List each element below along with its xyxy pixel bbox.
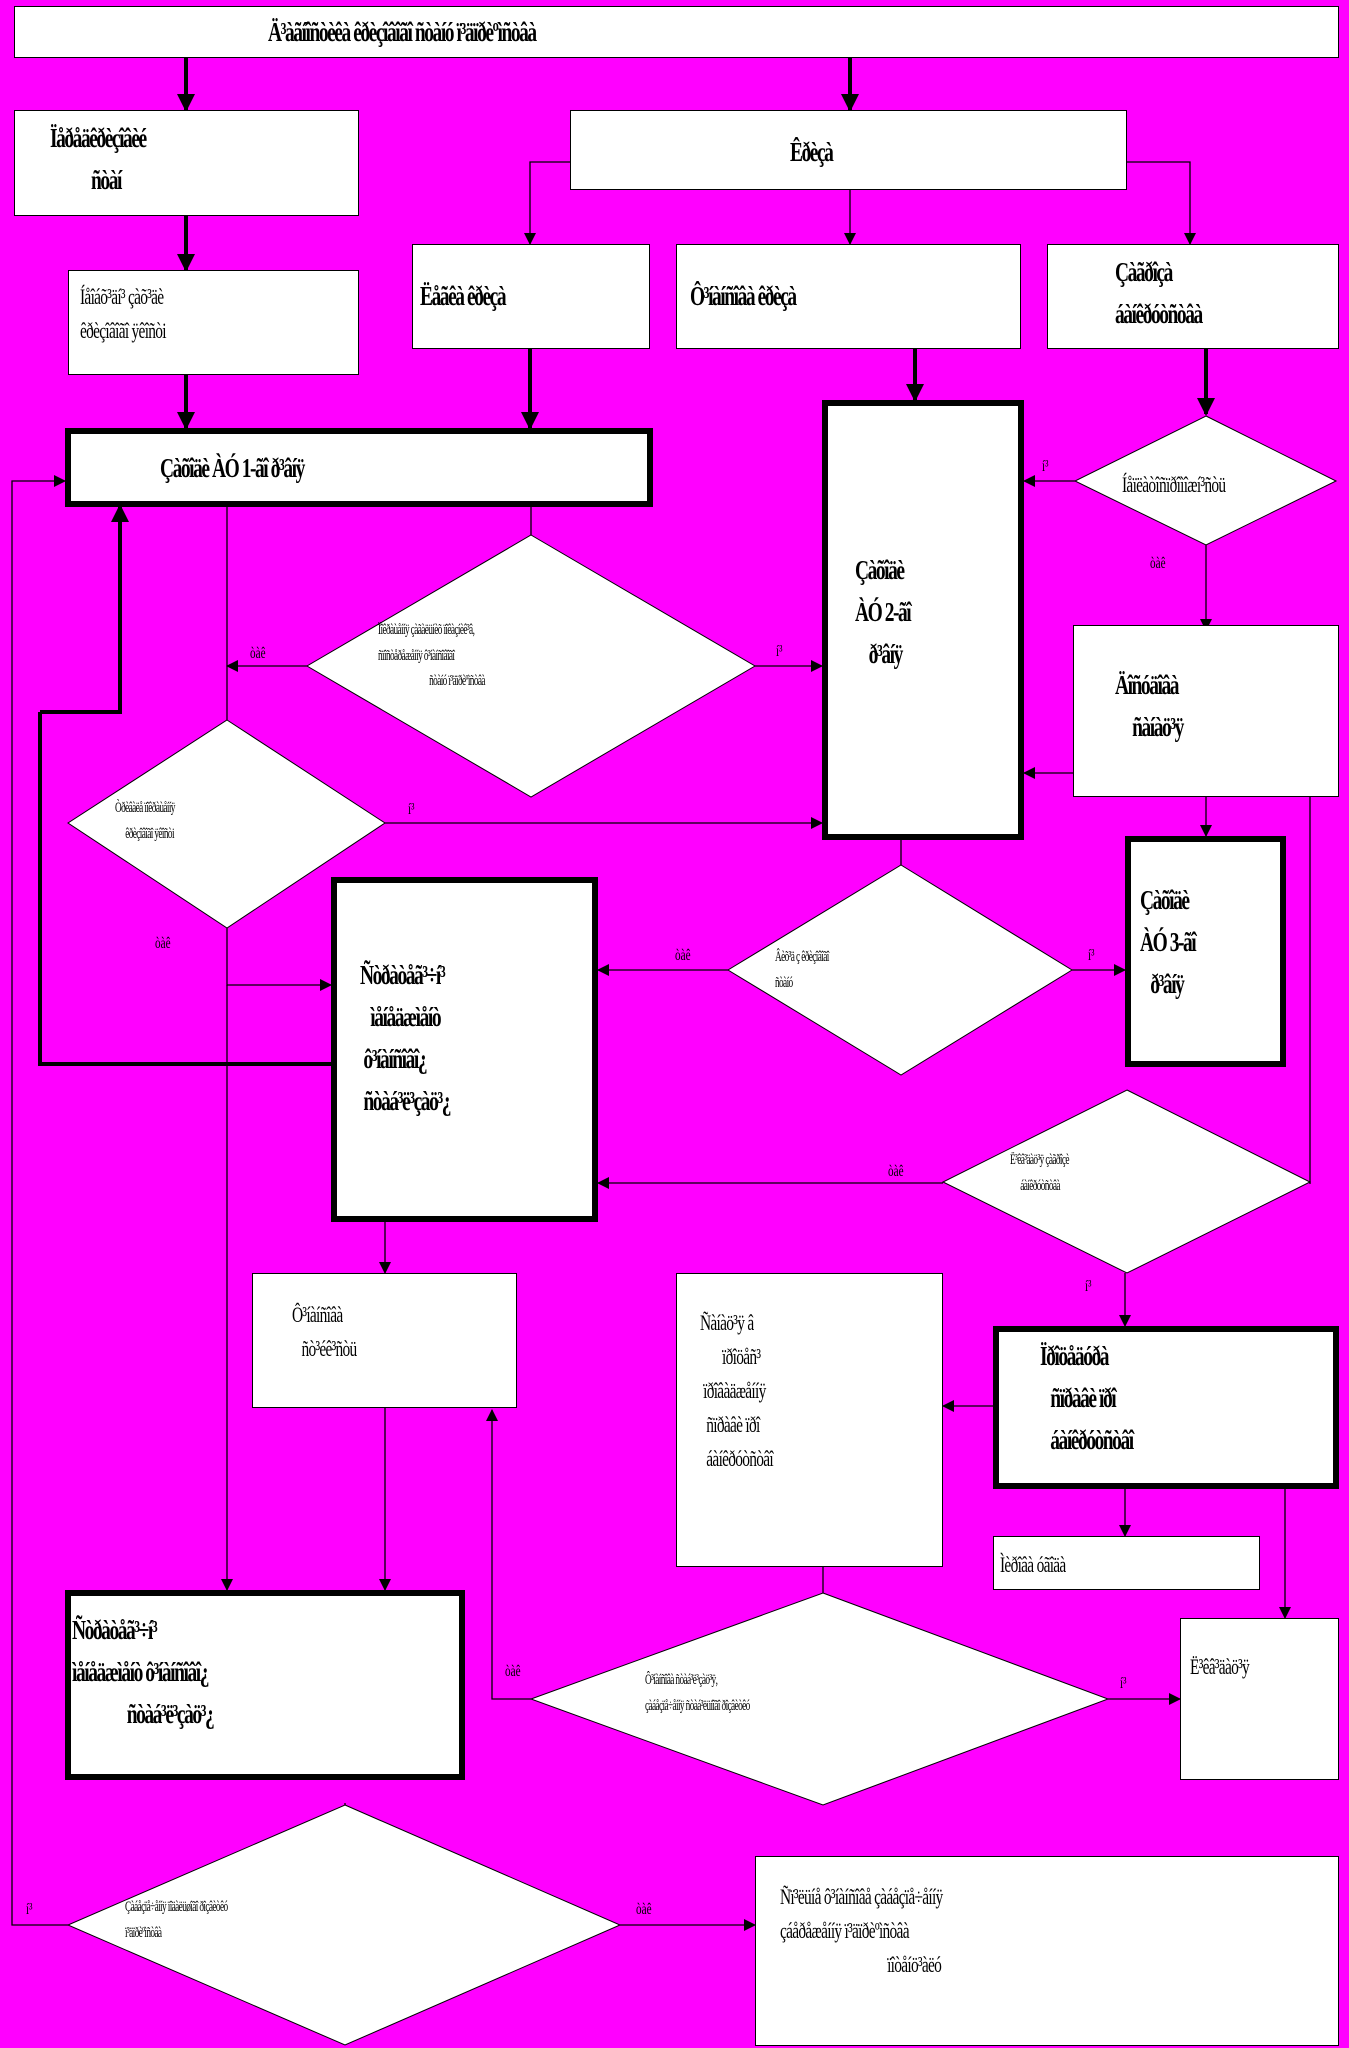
- overcome-label: Òðèâàëå ïîêðàùåííÿ êðèçîâîãî ÿêîñòi: [115, 800, 175, 842]
- crisis-label: Êðèçà: [790, 137, 834, 167]
- bankrupt-proc-box: [993, 1326, 1339, 1489]
- strategic-low-box: [65, 1590, 465, 1780]
- strategic-label: Ñòðàòåã³÷í³ ìåíåäæìåíò ô³íàíñîâî¿ ñòàá³ë…: [360, 960, 451, 1116]
- edge-label-yes: òàê: [505, 1663, 521, 1680]
- decision-insolvency: [1073, 415, 1338, 546]
- amicable-box: [993, 1536, 1260, 1590]
- insolvency-label: Íåïëàòîñïðîìîæí³ñòü: [1122, 472, 1226, 497]
- light-crisis-box: [412, 244, 650, 349]
- final-decision-label: Çàáåçïå÷åííÿ ïîäàëüøîãî ðîçâèòêó ï³äïðèº…: [125, 1899, 228, 1941]
- edge-label-no: í³: [776, 643, 783, 660]
- bankrupt-proc-label: Ïðîöåäóðà ñïðàâè ïðî áàíêðóòñòâî: [1040, 1341, 1134, 1455]
- edge-label-yes: òàê: [675, 947, 691, 964]
- edge-label-no: í³: [1085, 1278, 1092, 1295]
- exit-label: Âèõ³ä ç êðèçîâîãî ñòàíó: [775, 949, 829, 991]
- edge-label-yes: òàê: [250, 645, 266, 662]
- sanation-label: Äîñóäîâà ñàíàö³ÿ: [1115, 670, 1184, 742]
- decision-restore: [529, 1592, 1110, 1806]
- step2-box: [822, 400, 1024, 840]
- pre-crisis-box: [14, 110, 359, 216]
- edge-label-yes: òàê: [888, 1163, 904, 1180]
- title-box: [14, 6, 1339, 58]
- sanation-box: [1073, 625, 1339, 797]
- deep-crisis-box: [676, 244, 1021, 349]
- decision-solvency: [941, 1089, 1312, 1274]
- san-proc-box: [676, 1273, 943, 1567]
- fin-stab-label: Ô³íàíñîâà ñò³éê³ñòü: [292, 1302, 357, 1362]
- restore-label: Ô³íàíñîâà ñòàá³ë³çàö³ÿ, çàáåçïå÷åííÿ ñòà…: [645, 1672, 750, 1714]
- strategic-low-label: Ñòðàòåã³÷í³ ìåíåäæìåíò ô³íàíñîâî¿ ñòàá³ë…: [72, 1615, 215, 1729]
- step3-label: Çàõîäè ÀÓ 3-ãî ð³âíÿ: [1140, 885, 1197, 999]
- decision-exit: [727, 864, 1073, 1076]
- step1-box: [65, 428, 653, 507]
- edge-label-yes: òàê: [636, 1901, 652, 1918]
- pre-crisis-label: Ïåðåäêðèçîâèé ñòàí: [50, 123, 147, 195]
- fin-stab-box: [252, 1273, 517, 1408]
- edge-label-yes: òàê: [155, 935, 171, 952]
- decision-improve: [306, 534, 756, 798]
- threat-box: [1047, 244, 1339, 349]
- final-label: Ñï³ëüíå ô³íàíñîâå çàáåçïå÷åííÿ çáåðåæåíí…: [780, 1884, 943, 1978]
- amicable-label: Ìèðîâà óãîäà: [1000, 1552, 1066, 1577]
- crisis-box: [570, 110, 1127, 190]
- liquid-box: [1180, 1618, 1339, 1780]
- edge-label-no: í³: [1042, 458, 1049, 475]
- latent-box: [68, 270, 359, 375]
- edge-label-no: í³: [408, 801, 415, 818]
- san-proc-label: Ñàíàö³ÿ â ïðîöåñ³ ïðîâàäæåííÿ ñïðàâè ïðî…: [700, 1310, 774, 1472]
- edge-label-no: í³: [1088, 947, 1095, 964]
- edge-label-no: í³: [1120, 1675, 1127, 1692]
- decision-final: [66, 1804, 622, 2046]
- final-box: [755, 1856, 1339, 2046]
- edge-label-no: í³: [26, 1901, 33, 1918]
- step2-label: Çàõîäè ÀÓ 2-ãî ð³âíÿ: [855, 555, 912, 669]
- deep-crisis-label: Ô³íàíñîâà êðèçà: [690, 281, 797, 311]
- latent-label: Íåîáõ³äí³ çàõ³äè êðèçîâîãî ÿêîñòi: [80, 284, 167, 344]
- step1-label: Çàõîäè ÀÓ 1-ãî ð³âíÿ: [160, 453, 305, 483]
- liquid-label: Ë³êâ³äàö³ÿ: [1190, 1654, 1250, 1679]
- step3-box: [1125, 836, 1286, 1067]
- light-crisis-label: Ëåãêà êðèçà: [420, 281, 507, 311]
- strategic-box: [331, 877, 598, 1222]
- threat-label: Çàãðîçà áàíêðóòñòâà: [1115, 257, 1203, 329]
- decision-overcome: [67, 719, 386, 929]
- solvency-label: Ë³êâ³äàö³ÿ çàãðîçè áàíêðóòñòâà: [1010, 1152, 1070, 1194]
- edge-label-yes: òàê: [1150, 555, 1166, 572]
- improve-label: Ïîêðàùåííÿ çàãàëüíèõ ïîêàçíèê³â, ñïîñòåð…: [378, 622, 485, 689]
- title-label: Ä³àãíîñòèêà êðèçîâîãî ñòàíó ï³äïðèºìñòâà: [268, 17, 537, 47]
